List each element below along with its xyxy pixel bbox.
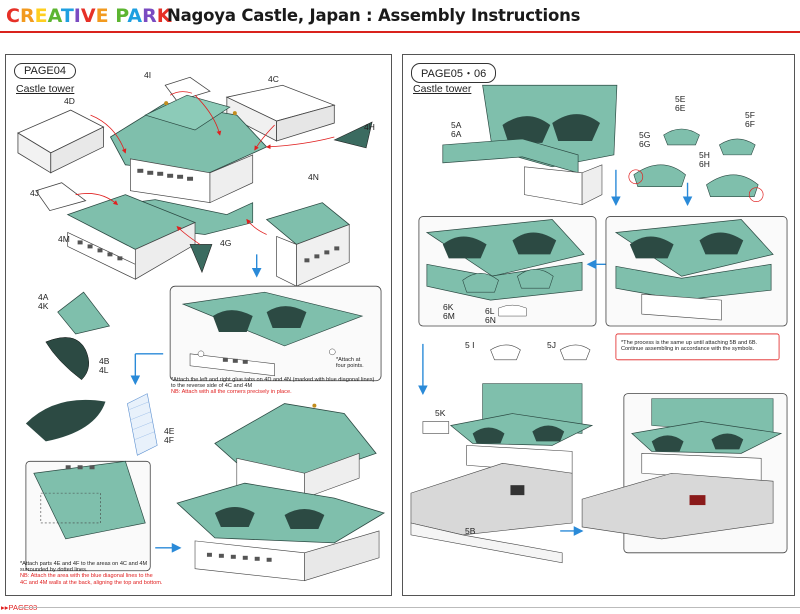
part-4d-illustration [17, 109, 105, 174]
part-4a-illustration [57, 291, 111, 335]
step-box-final [581, 393, 788, 554]
part-4i-illustration [164, 76, 211, 102]
page05-06-illustrations [410, 84, 788, 564]
part-label-5i: 5 I [465, 340, 475, 350]
header-divider [0, 31, 800, 33]
part-5i-illustration [490, 344, 521, 361]
part-4e-illustration [127, 393, 158, 456]
part-label-4i: 4I [144, 70, 152, 80]
assembly-arrows-top [75, 94, 335, 245]
page04-panel: PAGE04 Castle tower [5, 54, 392, 596]
tower-top-illustration [442, 84, 618, 206]
part-4c-illustration [225, 84, 336, 142]
instruction-note-2: *Attach parts 4E and 4F to the areas on … [20, 561, 163, 586]
instruction-note-1: *Attach the left and right glue tabs on … [171, 377, 375, 396]
page-tag: PAGE04 [14, 63, 76, 79]
footer-divider [18, 607, 800, 608]
part-4m-illustration [66, 194, 197, 280]
part-label-5k: 5K [435, 408, 446, 418]
part-label-4d: 4D [64, 96, 75, 106]
part-4g-illustration [189, 244, 213, 274]
part-4b-illustration [45, 337, 90, 381]
castle-tower-top [109, 94, 268, 235]
brand-logo: CREATIVE PARK [6, 5, 172, 27]
part-5h-illustration [706, 174, 764, 202]
part-label-4m: 4M [58, 234, 70, 244]
step-box-right [605, 216, 788, 327]
part-label-5j: 5J [547, 340, 556, 350]
page05-06-panel: PAGE05・06 Castle tower [402, 54, 795, 596]
part-5j-illustration [559, 344, 591, 361]
part-label-4j: 4J [30, 188, 39, 198]
castle-final-illustration [176, 403, 386, 582]
part-label-4h: 4H [364, 122, 375, 132]
section-label: Castle tower [16, 83, 75, 95]
part-5e-illustration [663, 128, 700, 146]
page-title: Nagoya Castle, Japan : Assembly Instruct… [167, 6, 581, 25]
part-4j-illustration [35, 182, 87, 212]
roof-step-illustration [25, 399, 151, 572]
part-label-4c: 4C [268, 74, 279, 84]
section-label: Castle tower [413, 83, 472, 95]
inset-note: *Attach at four points. [336, 357, 364, 370]
part-label-5b: 5B [465, 526, 476, 536]
process-note: *The process is the same up until attach… [621, 340, 758, 353]
page-tag: PAGE05・06 [411, 63, 497, 83]
part-5g-illustration [628, 164, 686, 188]
part-label-4n: 4N [308, 172, 319, 182]
part-5k-illustration [422, 421, 450, 434]
part-5f-illustration [719, 138, 756, 156]
part-label-4g: 4G [220, 238, 232, 248]
part-4n-illustration [265, 202, 351, 287]
page04-illustrations [17, 76, 386, 582]
